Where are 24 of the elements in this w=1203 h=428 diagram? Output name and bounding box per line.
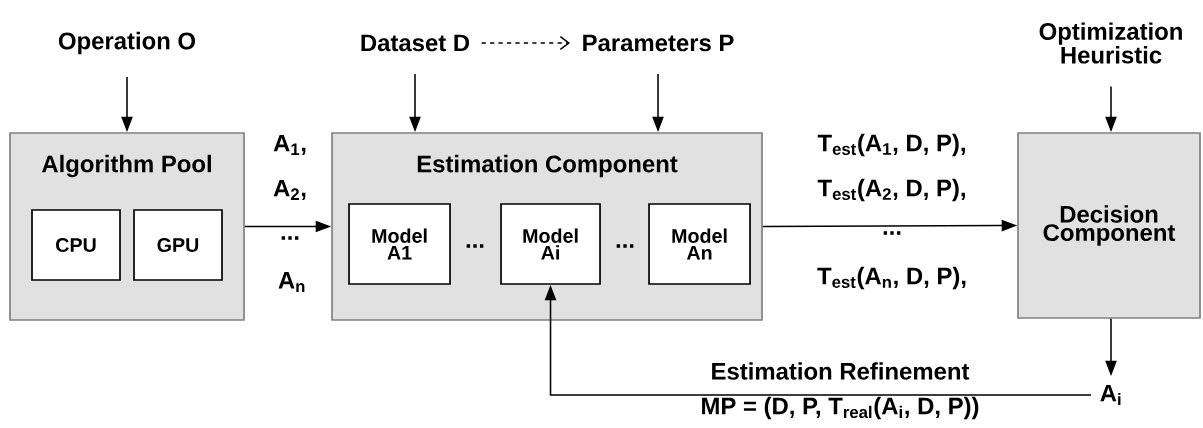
ellipsis: ... xyxy=(281,236,299,240)
edge-label: Estimation Refinement xyxy=(712,362,970,380)
stack-label: A$_{2}$, xyxy=(273,179,306,201)
stack-label: A$_{n}$ xyxy=(278,271,305,293)
arrow xyxy=(480,35,571,51)
ellipsis: ... xyxy=(466,244,484,248)
module-box: Model A1 xyxy=(348,203,451,285)
result-label: T$_{est}$(A$_{1}$, D, P), xyxy=(817,133,965,157)
input-text: Optimization Heuristic xyxy=(1039,22,1182,64)
component-box: Decision Component xyxy=(1017,132,1201,319)
module-box: Model Ai xyxy=(500,203,601,285)
ellipsis: ... xyxy=(883,231,901,235)
output-text: A$_{i}$ xyxy=(1100,384,1121,406)
ellipsis: ... xyxy=(616,244,634,248)
stack-label: A$_{1}$, xyxy=(273,134,306,156)
input-text: Dataset D xyxy=(361,34,470,52)
module-box: CPU xyxy=(31,209,121,281)
module-box: GPU xyxy=(133,209,223,281)
result-label: T$_{est}$(A$_{n}$, D, P), xyxy=(817,266,966,290)
result-label: T$_{est}$(A$_{2}$, D, P), xyxy=(817,178,965,202)
input-text: Operation O xyxy=(58,31,196,55)
formula-label: MP = (D, P, T$_{real}$(A$_{i}$, D, P)) xyxy=(702,396,979,420)
module-box: Model An xyxy=(648,203,751,285)
input-text: Parameters P xyxy=(583,34,734,52)
